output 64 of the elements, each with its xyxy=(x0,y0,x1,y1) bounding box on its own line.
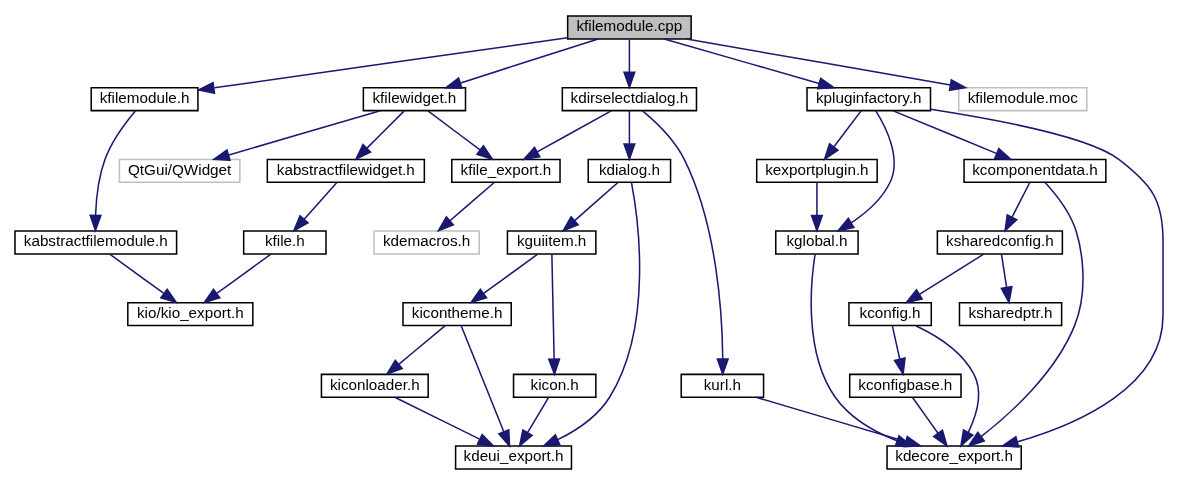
arrow xyxy=(211,109,382,161)
arrow xyxy=(891,325,906,377)
arrow xyxy=(1004,181,1031,233)
node-box: kicon.h xyxy=(512,373,597,398)
arrow xyxy=(623,38,636,90)
arrow xyxy=(1000,253,1013,305)
node-box: kexportplugin.h xyxy=(755,158,878,184)
arrow xyxy=(443,38,599,89)
node-box: kurl.h xyxy=(680,373,765,398)
arrow xyxy=(911,396,949,448)
node-box: ksharedptr.h xyxy=(958,301,1063,327)
arrow xyxy=(836,109,895,233)
node-box: kicontheme.h xyxy=(402,301,512,327)
arrow xyxy=(823,110,862,161)
arrow xyxy=(427,110,495,161)
arrow xyxy=(915,325,980,448)
node-box: ksharedconfig.h xyxy=(936,230,1064,255)
arrow xyxy=(641,110,730,377)
arrow xyxy=(521,110,612,161)
node-box: kfilemodule.moc xyxy=(957,87,1088,112)
node-box: kabstractfilemodule.h xyxy=(14,230,178,255)
arrow xyxy=(904,253,985,304)
arrow xyxy=(292,181,338,233)
arrow xyxy=(109,253,179,304)
node-box: kio/kio_export.h xyxy=(127,301,254,327)
node-box: kconfig.h xyxy=(848,301,933,327)
arrow xyxy=(663,38,837,90)
node-box: kdemacros.h xyxy=(373,230,480,255)
arrow xyxy=(460,325,511,449)
arrow xyxy=(623,110,636,162)
arrow xyxy=(436,181,495,233)
arrow xyxy=(202,253,272,304)
node-box: kdecore_export.h xyxy=(886,445,1022,470)
node-box: kglobal.h xyxy=(775,230,859,255)
arrow xyxy=(394,396,496,448)
arrow xyxy=(547,253,561,377)
node-box: QtGui/QWidget xyxy=(118,158,241,184)
node-box: kfilemodule.h xyxy=(90,87,199,112)
arrow xyxy=(89,109,137,233)
node-box: kfile_export.h xyxy=(451,158,561,184)
node-box: kcomponentdata.h xyxy=(963,158,1107,184)
arrow xyxy=(518,396,550,448)
arrow xyxy=(196,37,569,95)
arrow xyxy=(354,110,406,161)
node-box: kguiitem.h xyxy=(506,230,597,255)
node-box: kfilemodule.cpp xyxy=(566,15,692,40)
arrow xyxy=(892,110,1013,161)
node-box: kdeui_export.h xyxy=(454,445,573,470)
node-box: kdirselectdialog.h xyxy=(561,87,698,112)
node-box: kdialog.h xyxy=(587,158,672,184)
arrow xyxy=(469,253,539,304)
node-box: kfilewidget.h xyxy=(362,87,467,112)
arrow xyxy=(541,181,641,447)
node-box: kpluginfactory.h xyxy=(806,87,932,112)
arrow xyxy=(685,38,968,92)
arrow xyxy=(810,181,824,234)
arrow xyxy=(929,108,1164,448)
node-box: kiconloader.h xyxy=(320,373,429,398)
node-box: kconfigbase.h xyxy=(848,373,962,398)
node-box: kabstractfilewidget.h xyxy=(266,158,426,184)
arrow xyxy=(966,181,1084,448)
arrow xyxy=(385,325,446,376)
arrow xyxy=(561,181,619,233)
node-box: kfile.h xyxy=(242,230,327,255)
